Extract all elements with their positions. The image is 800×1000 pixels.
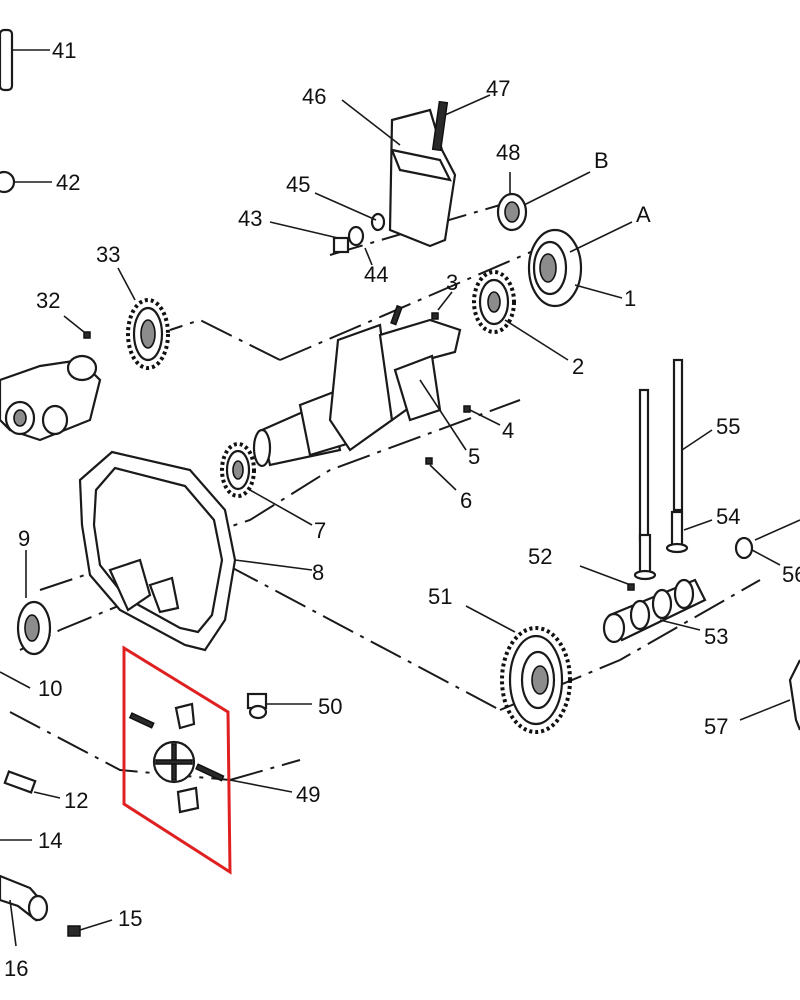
label-53: 53 (704, 624, 728, 649)
label-45: 45 (286, 172, 310, 197)
label-46: 46 (302, 84, 326, 109)
label-1: 1 (624, 286, 636, 311)
part-6-key (425, 457, 457, 491)
label-41: 41 (52, 38, 76, 63)
label-49: 49 (296, 782, 320, 807)
callout-labels: 41 42 46 47 48 B 45 43 44 A 1 3 33 32 2 … (4, 38, 800, 981)
part-12-pin (3, 770, 61, 799)
part-49-governor-gear-assembly[interactable] (122, 645, 293, 875)
part-43-45-fasteners (269, 192, 386, 266)
label-56: 56 (782, 562, 800, 587)
label-50: 50 (318, 694, 342, 719)
part-53-camshaft (602, 578, 707, 644)
part-1-main-bearing (527, 221, 633, 308)
part-32-key (63, 315, 91, 339)
label-54: 54 (716, 504, 740, 529)
label-51: 51 (428, 584, 452, 609)
label-B: B (594, 148, 609, 173)
part-4-key (463, 405, 501, 426)
label-32: 32 (36, 288, 60, 313)
label-10: 10 (38, 676, 62, 701)
part-50-bolt (246, 692, 312, 720)
label-3: 3 (446, 270, 458, 295)
label-8: 8 (312, 560, 324, 585)
label-6: 6 (460, 488, 472, 513)
label-7: 7 (314, 518, 326, 543)
label-14: 14 (38, 828, 62, 853)
highlight-box (122, 645, 232, 875)
part-15-screw (67, 919, 113, 937)
label-33: 33 (96, 242, 120, 267)
label-48: 48 (496, 140, 520, 165)
label-16: 16 (4, 956, 28, 981)
label-9: 9 (18, 526, 30, 551)
label-5: 5 (468, 444, 480, 469)
label-55: 55 (716, 414, 740, 439)
label-15: 15 (118, 906, 142, 931)
part-57-cover (739, 659, 800, 731)
part-2-gear (472, 270, 569, 361)
part-54-tappets (633, 510, 713, 581)
part-10-line (0, 671, 31, 689)
part-42-nut (0, 170, 52, 194)
label-A: A (636, 202, 651, 227)
label-57: 57 (704, 714, 728, 739)
label-42: 42 (56, 170, 80, 195)
part-51-cam-gear (465, 605, 572, 734)
label-4: 4 (502, 418, 514, 443)
part-41-pin (0, 28, 50, 92)
part-56-bushing (734, 519, 800, 566)
part-7-gear (220, 442, 313, 526)
part-55-pushrods (638, 358, 713, 542)
label-12: 12 (64, 788, 88, 813)
part-52-key (579, 565, 635, 591)
part-48-bearing (496, 171, 591, 232)
part-47-rod (431, 94, 491, 152)
label-43: 43 (238, 206, 262, 231)
part-33-gear (117, 267, 170, 370)
part-8-gasket (78, 450, 313, 652)
label-2: 2 (572, 354, 584, 379)
part-5-crankshaft (252, 304, 467, 468)
part-16-lever (0, 874, 49, 947)
label-52: 52 (528, 544, 552, 569)
part-31-governor-assembly (0, 354, 102, 442)
part-3-key (431, 291, 453, 320)
part-9-seal (16, 550, 52, 656)
label-47: 47 (486, 76, 510, 101)
label-44: 44 (364, 262, 388, 287)
